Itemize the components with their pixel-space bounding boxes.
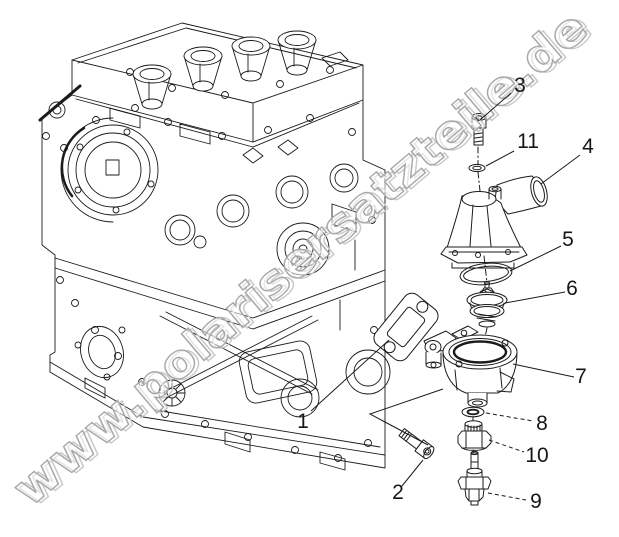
- callout-5: 5: [562, 228, 574, 251]
- sensor-fitting-part-10: [457, 420, 492, 451]
- bolt-part-2: [398, 428, 435, 460]
- thermostat-part-6: [466, 281, 508, 328]
- leader-line-9: [487, 492, 527, 501]
- temperature-sensor-part-9: [457, 450, 492, 506]
- intake-towers: [132, 30, 317, 110]
- callout-3: 3: [514, 74, 526, 97]
- leader-line-11: [485, 150, 515, 167]
- pulley: [158, 379, 186, 407]
- thermostat-cover-part-4: [440, 175, 548, 269]
- callout-labels: 1 2 3 4 5 6 7 8 9 10 11: [297, 74, 594, 513]
- leader-line-2: [401, 459, 424, 487]
- callout-9: 9: [530, 490, 542, 513]
- bolt-part-3: [471, 113, 487, 146]
- leader-lines: [310, 92, 581, 501]
- exploded-parts: [373, 113, 548, 506]
- washer-part-8: [461, 406, 485, 418]
- leader-line-mounting: [368, 388, 444, 446]
- callout-11: 11: [517, 130, 539, 153]
- leader-line-3: [479, 92, 512, 121]
- thermostat-housing-part-7: [423, 325, 518, 408]
- leader-line-5: [509, 245, 562, 272]
- leader-line-6: [504, 291, 566, 304]
- leader-line-8: [485, 412, 534, 422]
- callout-2: 2: [392, 481, 404, 504]
- seal-washer-part-11: [468, 163, 486, 173]
- callout-4: 4: [582, 135, 594, 158]
- callout-6: 6: [566, 277, 578, 300]
- callout-8: 8: [536, 412, 548, 435]
- timing-gear-opening: [193, 222, 330, 276]
- callout-7: 7: [575, 365, 587, 388]
- callout-10: 10: [525, 444, 548, 467]
- leader-line-7: [512, 363, 575, 378]
- leader-line-10: [488, 439, 525, 453]
- leader-line-4: [540, 154, 581, 185]
- engine-block-drawing: [38, 22, 391, 471]
- leader-line-1: [310, 339, 390, 412]
- gasket-part-1: [373, 292, 439, 362]
- callout-1: 1: [297, 410, 309, 433]
